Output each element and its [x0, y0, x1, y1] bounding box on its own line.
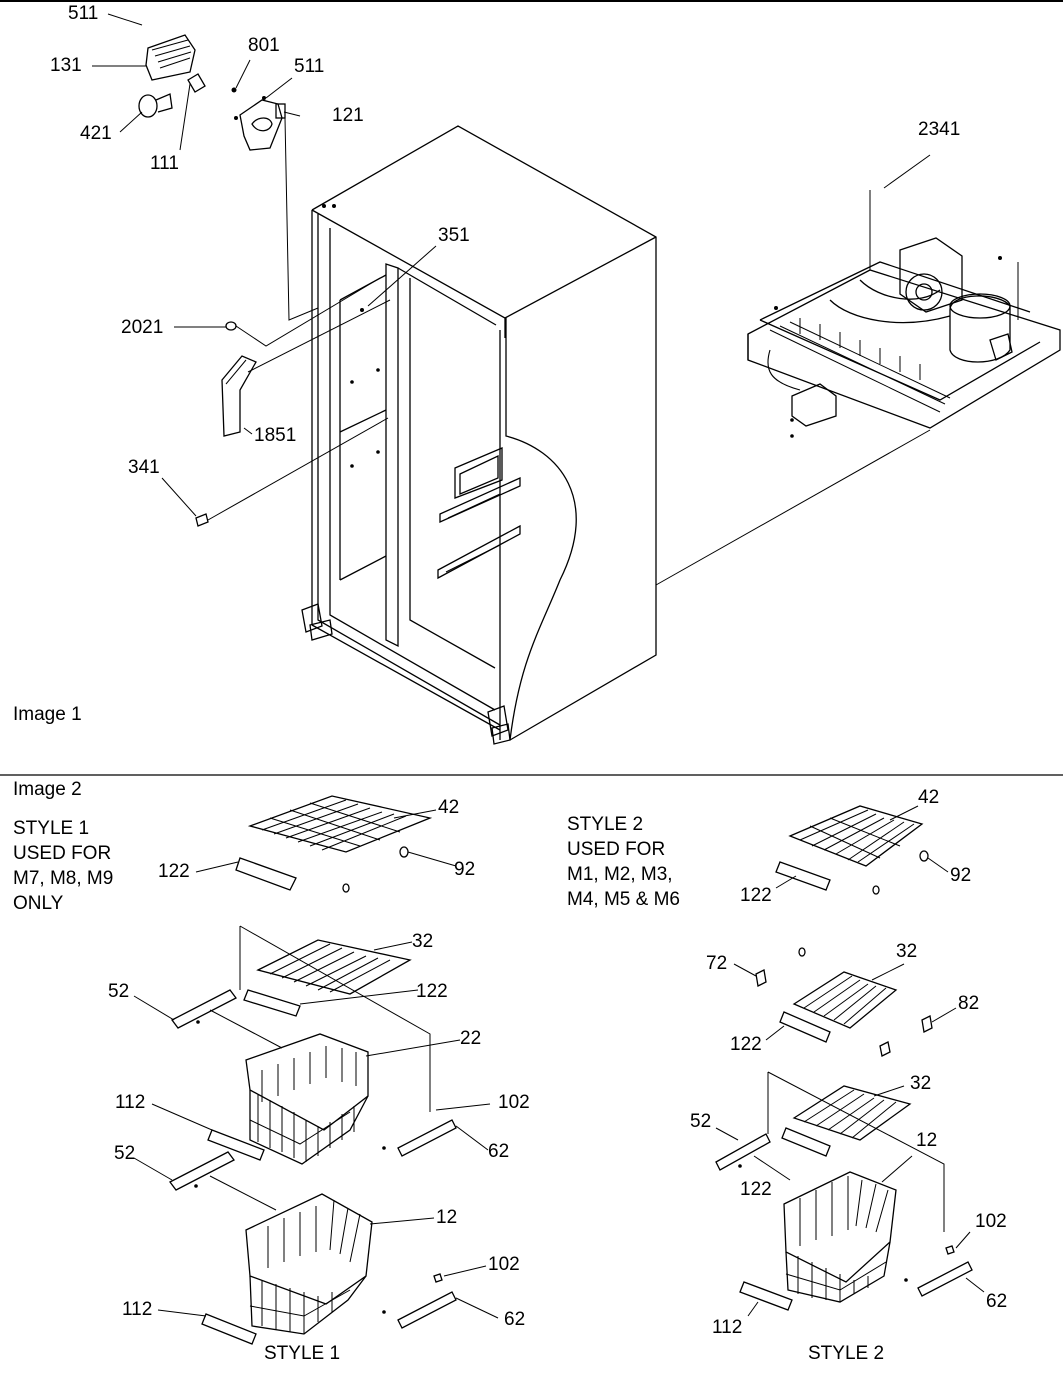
style2-caption: STYLE 2: [808, 1343, 885, 1364]
style2-assembly: [715, 805, 985, 1317]
callout-2021: 2021: [121, 317, 164, 338]
s2-callout-62: 62: [986, 1291, 1008, 1312]
s2-callout-112: 112: [712, 1317, 743, 1338]
s1-callout-52-lower: 52: [114, 1143, 136, 1164]
callout-801: 801: [248, 35, 280, 56]
s1-callout-32: 32: [412, 931, 434, 952]
s2-callout-102: 102: [975, 1211, 1007, 1232]
s2-callout-42: 42: [918, 787, 940, 808]
s1-callout-22: 22: [460, 1028, 482, 1049]
s1-callout-102-upper: 102: [498, 1092, 530, 1113]
callout-341: 341: [128, 457, 160, 478]
s1-callout-122-mid: 122: [416, 981, 448, 1002]
s1-callout-62-upper: 62: [488, 1141, 510, 1162]
s1-callout-102-lower: 102: [488, 1254, 520, 1275]
style1-usage-note: STYLE 1 USED FOR M7, M8, M9 ONLY: [13, 818, 114, 914]
refrigerator-cabinet: [161, 125, 657, 745]
s2-callout-122-top: 122: [740, 885, 772, 906]
s2-callout-32-upper: 32: [896, 941, 918, 962]
callout-511-right: 511: [294, 56, 325, 77]
light-housing-assembly: [92, 13, 319, 321]
s1-callout-112-lower: 112: [122, 1299, 153, 1320]
callout-2341: 2341: [918, 119, 961, 140]
callout-131: 131: [50, 55, 82, 76]
callout-111: 111: [150, 153, 179, 174]
callout-351: 351: [438, 225, 470, 246]
image1-title: Image 1: [13, 704, 82, 725]
s2-callout-32-lower: 32: [910, 1073, 932, 1094]
s2-callout-12: 12: [916, 1130, 938, 1151]
s2-callout-52: 52: [690, 1111, 712, 1132]
s2-callout-72: 72: [706, 953, 728, 974]
s2-callout-82: 82: [958, 993, 980, 1014]
s1-callout-92: 92: [454, 859, 476, 880]
s2-callout-122-low: 122: [740, 1179, 772, 1200]
machine-compartment-assembly: [655, 154, 1061, 586]
s1-callout-62-lower: 62: [504, 1309, 526, 1330]
s2-callout-92: 92: [950, 865, 972, 886]
callout-421: 421: [80, 123, 112, 144]
style2-usage-note: STYLE 2 USED FOR M1, M2, M3, M4, M5 & M6: [567, 814, 680, 910]
s1-callout-42: 42: [438, 797, 460, 818]
s1-callout-122-top: 122: [158, 861, 190, 882]
callout-1851: 1851: [254, 425, 297, 446]
s1-callout-112-upper: 112: [115, 1092, 146, 1113]
s2-callout-122-mid: 122: [730, 1034, 762, 1055]
style1-assembly: [133, 795, 499, 1345]
callout-511-top: 511: [68, 3, 99, 24]
image2-title: Image 2: [13, 779, 82, 800]
s1-callout-52-upper: 52: [108, 981, 130, 1002]
style1-caption: STYLE 1: [264, 1343, 341, 1364]
s1-callout-12: 12: [436, 1207, 458, 1228]
callout-121: 121: [332, 105, 364, 126]
